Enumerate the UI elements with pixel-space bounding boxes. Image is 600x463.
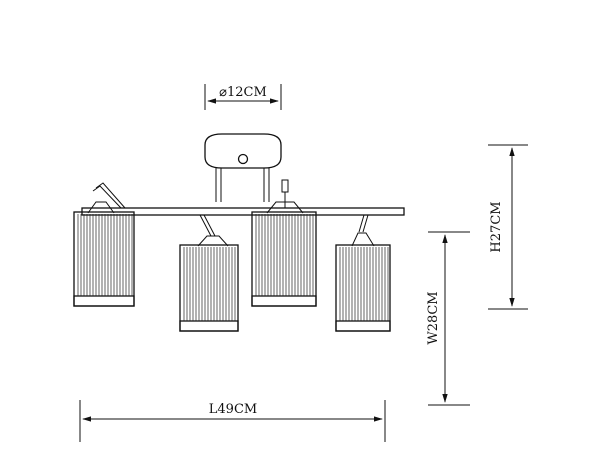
- lamp-shade-4: [335, 232, 391, 332]
- height-label: H27CM: [489, 201, 504, 252]
- width-dimension: W28CM: [426, 231, 470, 406]
- length-label: L49CM: [209, 402, 257, 417]
- length-dimension: L49CM: [79, 400, 386, 442]
- width-label: W28CM: [426, 291, 441, 344]
- lamp-arms: [92, 179, 369, 237]
- shade-ribs: [77, 214, 389, 321]
- diameter-label: ⌀12CM: [219, 85, 267, 100]
- ceiling-canopy: [204, 133, 282, 202]
- height-dimension: H27CM: [488, 144, 528, 310]
- lamp-shade-2: [179, 235, 239, 332]
- lamp-shade-1: [73, 201, 135, 307]
- lamp-shade-3: [251, 201, 317, 307]
- diameter-dimension: ⌀12CM: [204, 84, 282, 110]
